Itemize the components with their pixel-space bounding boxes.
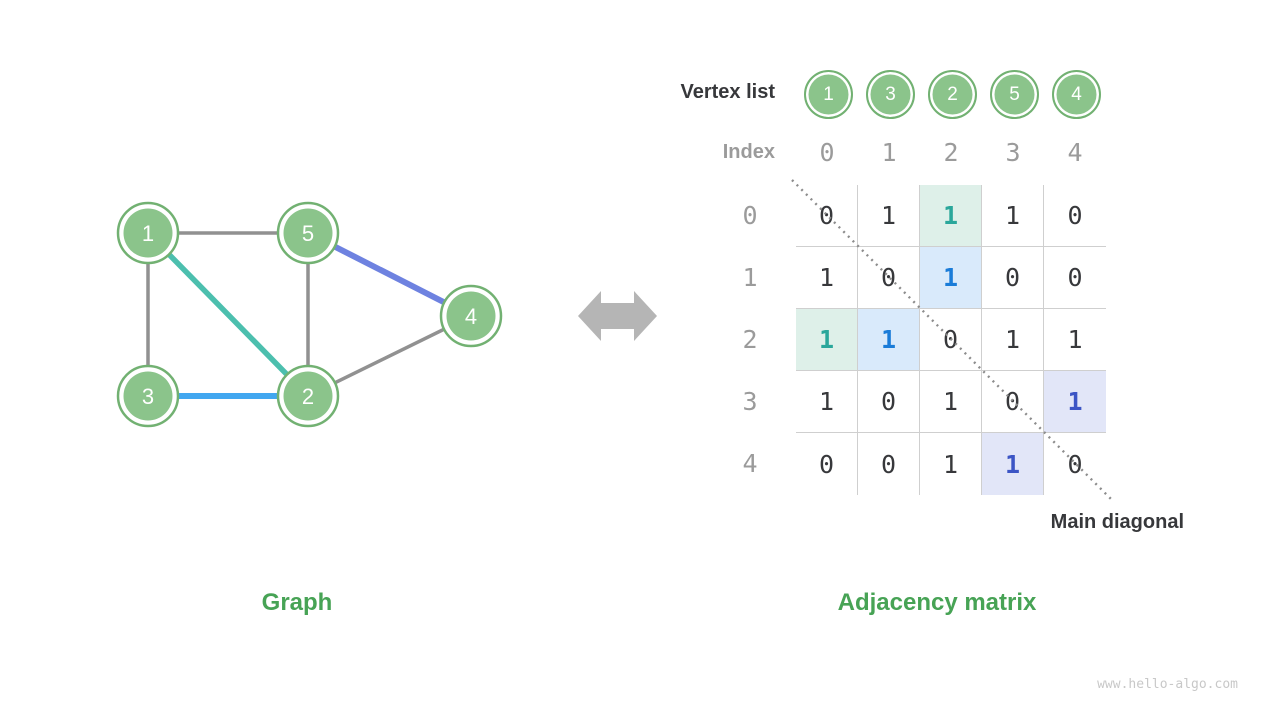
graph-caption: Graph <box>261 589 333 616</box>
vertex-list-node: 5 <box>990 70 1039 119</box>
vertex-list-node-label: 3 <box>885 83 896 105</box>
matrix-cell: 1 <box>920 185 982 247</box>
graph-node-1: 1 <box>116 201 180 265</box>
vertex-list-node: 2 <box>928 70 977 119</box>
graph-node-label: 3 <box>142 384 154 409</box>
column-index: 2 <box>943 138 959 167</box>
vertex-list-node-label: 5 <box>1009 83 1020 105</box>
column-index: 4 <box>1067 138 1083 167</box>
graph-node-2: 2 <box>276 364 340 428</box>
adjacency-matrix-caption: Adjacency matrix <box>837 589 1037 616</box>
vertex-list-node: 3 <box>866 70 915 119</box>
graph-node-4: 4 <box>439 284 503 348</box>
matrix-cell: 1 <box>796 309 858 371</box>
matrix-cell: 1 <box>920 433 982 495</box>
vertex-list-node-label: 2 <box>947 83 958 105</box>
vertex-list-node: 1 <box>804 70 853 119</box>
matrix-cell: 1 <box>796 371 858 433</box>
matrix-cell: 0 <box>858 247 920 309</box>
graph-node-label: 5 <box>302 221 314 246</box>
index-label: Index <box>722 141 775 163</box>
vertex-list-node-label: 1 <box>823 83 834 105</box>
matrix-cell: 0 <box>920 309 982 371</box>
edge-2-4 <box>307 314 472 398</box>
matrix-cell: 1 <box>858 185 920 247</box>
vertex-list-node: 4 <box>1052 70 1101 119</box>
matrix-cell: 0 <box>1067 449 1083 479</box>
matrix-cell: 0 <box>796 185 858 247</box>
matrix-cell: 0 <box>1044 185 1106 247</box>
matrix-cell: 0 <box>858 433 920 495</box>
graph-node-label: 4 <box>465 304 477 329</box>
row-index: 2 <box>742 325 758 354</box>
graph-node-3: 3 <box>116 364 180 428</box>
matrix-cell: 0 <box>982 371 1044 433</box>
matrix-cell: 1 <box>1044 309 1106 371</box>
row-index: 4 <box>742 449 758 478</box>
edge-1-2 <box>146 231 310 398</box>
vertex-list-label: Vertex list <box>680 81 775 103</box>
row-index: 1 <box>742 263 758 292</box>
matrix-cell: 0 <box>1044 247 1106 309</box>
vertex-list-node-label: 4 <box>1071 83 1082 105</box>
edge-5-4 <box>306 230 473 319</box>
matrix-cell: 1 <box>982 185 1044 247</box>
bidirectional-arrow-icon <box>578 291 657 341</box>
matrix-cell: 0 <box>858 371 920 433</box>
matrix-cell: 0 <box>796 433 858 495</box>
main-diagonal-label: Main diagonal <box>1050 511 1184 533</box>
row-index: 3 <box>742 387 758 416</box>
graph-node-label: 1 <box>142 221 154 246</box>
column-index-row: 0 1 2 3 4 <box>796 139 1106 167</box>
column-index: 0 <box>819 138 835 167</box>
graph-node-label: 2 <box>302 384 314 409</box>
matrix-cell: 1 <box>982 433 1044 495</box>
matrix-cell: 0 <box>982 247 1044 309</box>
watermark: www.hello-algo.com <box>1097 677 1238 692</box>
row-index: 0 <box>742 201 758 230</box>
matrix-cell: 1 <box>858 309 920 371</box>
matrix-cell: 1 <box>982 309 1044 371</box>
column-index: 3 <box>1005 138 1021 167</box>
column-index: 1 <box>881 138 897 167</box>
matrix-cell: 1 <box>1044 371 1106 433</box>
graph-node-5: 5 <box>276 201 340 265</box>
matrix-cell: 1 <box>796 247 858 309</box>
adjacency-matrix-grid: 0 1 1 1 0 1 0 1 0 0 1 1 0 1 1 1 0 1 0 1 … <box>796 185 1106 495</box>
matrix-cell: 1 <box>920 247 982 309</box>
matrix-cell: 1 <box>920 371 982 433</box>
